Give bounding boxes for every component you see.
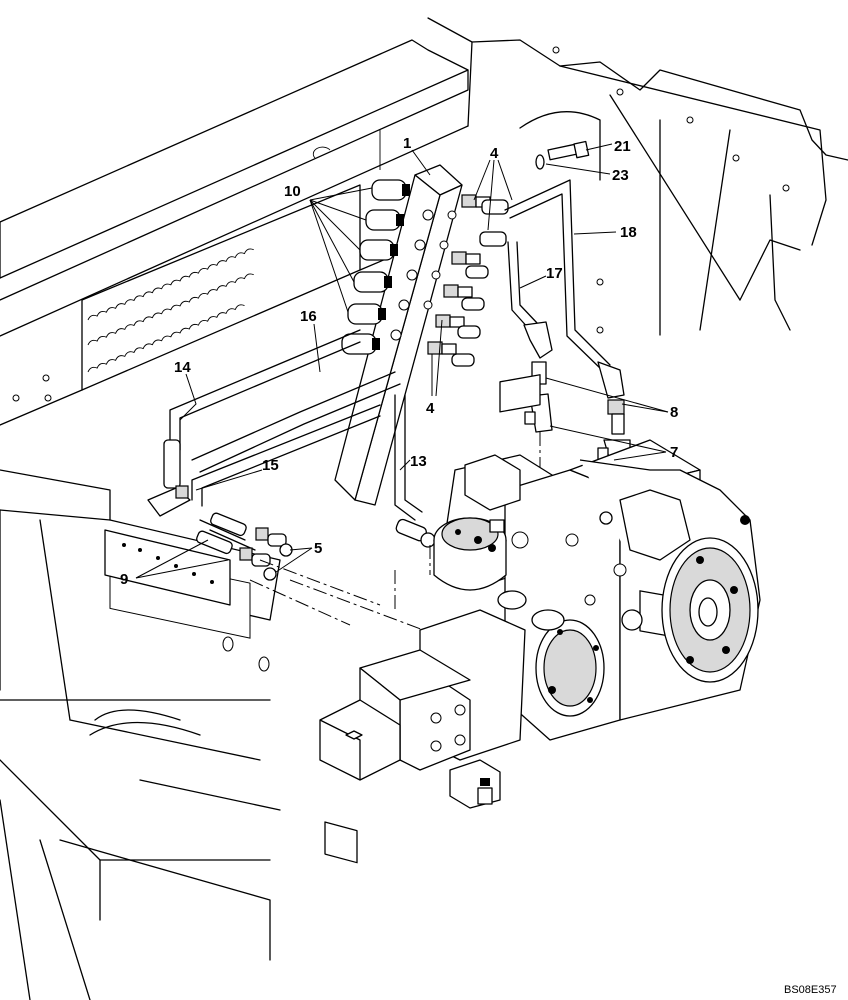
reference-code: BS08E357: [784, 984, 837, 996]
callout-14: 14: [174, 359, 191, 376]
callout-8: 8: [670, 404, 678, 421]
callout-13: 13: [410, 453, 427, 470]
callout-18: 18: [620, 224, 637, 241]
manifold-connectors: [427, 194, 509, 367]
callout-7: 7: [670, 444, 678, 461]
hose-fittings: [147, 321, 631, 548]
callout-10: 10: [284, 183, 301, 200]
callout-16: 16: [300, 308, 317, 325]
leader-lines: [135, 143, 669, 579]
plug-fittings: [341, 179, 410, 355]
callout-17: 17: [546, 265, 563, 282]
manifold-block: [334, 164, 463, 506]
callout-labels: 1 4 10 21 23 18 17 16 14 4 8 7 13 15 5 9: [120, 135, 678, 588]
callout-4-lower: 4: [426, 400, 435, 417]
callout-5: 5: [314, 540, 322, 557]
hydraulic-pump: [249, 374, 761, 864]
cooling-fins: [87, 248, 254, 373]
hoses: [169, 179, 611, 551]
callout-4-upper: 4: [490, 145, 499, 162]
port-fittings: [196, 512, 293, 581]
callout-1: 1: [403, 135, 411, 152]
callout-21: 21: [614, 138, 631, 155]
callout-23: 23: [612, 167, 629, 184]
callout-9: 9: [120, 571, 128, 588]
upper-bracket-plate: [427, 17, 848, 336]
bolt-washer: [535, 140, 590, 170]
callout-15: 15: [262, 457, 279, 474]
